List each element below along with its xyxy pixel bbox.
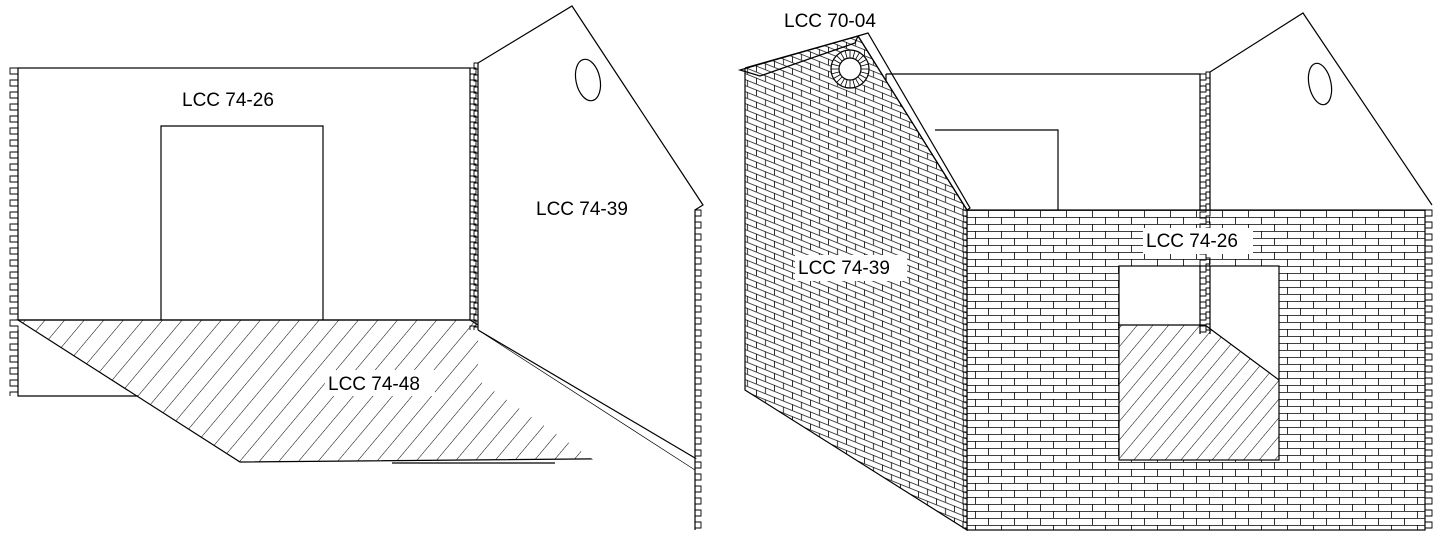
right-view <box>737 12 1433 532</box>
right-tab-edges <box>962 71 1433 530</box>
label-right-roof: LCC 70-04 <box>784 11 876 32</box>
left-tab-edges <box>9 62 702 530</box>
label-right-side-wall: LCC 74-39 <box>798 258 890 279</box>
right-side-wall <box>744 35 968 532</box>
label-left-back-wall: LCC 74-26 <box>182 90 274 111</box>
left-view <box>9 5 704 530</box>
labels: LCC 74-26 LCC 74-39 LCC 74-48 LCC 70-04 … <box>182 6 1253 396</box>
label-right-front-wall: LCC 74-26 <box>1146 231 1238 252</box>
label-left-side-wall: LCC 74-39 <box>536 199 628 220</box>
right-inner-floor <box>1119 324 1280 460</box>
right-roof-strip <box>737 32 971 211</box>
left-side-wall <box>477 5 704 530</box>
label-left-floor: LCC 74-48 <box>328 374 420 395</box>
